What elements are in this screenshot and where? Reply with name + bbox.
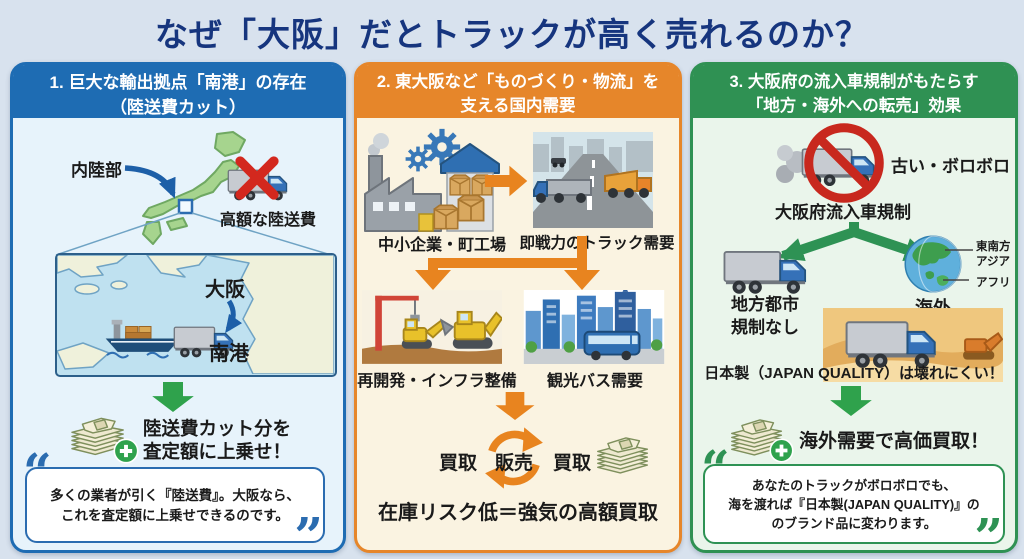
desert-truck-image xyxy=(823,308,1003,382)
osaka-bay-inset-map: 大阪 南港 xyxy=(55,253,337,377)
desert-excavator-icon xyxy=(963,331,1003,360)
cycle-buy-right-label: 買取 xyxy=(553,453,592,474)
green-down-arrow-icon xyxy=(151,382,195,412)
panel2-header-line1: 2. 東大阪など「ものづくり・物流」を xyxy=(376,73,660,91)
quote-line1: あなたのトラックがボロボロでも、 xyxy=(751,478,957,493)
zoom-line-right xyxy=(191,212,332,256)
regional-line2: 規制なし xyxy=(731,317,799,337)
no-entry-icon xyxy=(804,123,884,203)
nanko-label: 南港 xyxy=(209,343,249,365)
dump-truck-icon xyxy=(604,169,652,198)
bus-demand-label: 観光バス需要 xyxy=(546,373,643,390)
panel3-body: 古い・ボロボロ 大阪府流入車規制 地方都市 規制なし xyxy=(693,118,1015,550)
quote-box: “ 多くの業者が引く『陸送費』。大阪なら、 これを査定額に上乗せできるのです。 … xyxy=(23,447,325,550)
regulation-label: 大阪府流入車規制 xyxy=(775,203,911,222)
panel1-header: 1. 巨大な輸出拠点「南港」の存在 （陸送費カット） xyxy=(13,65,343,118)
panel1-body: 内陸部 高額な陸送費 xyxy=(13,118,343,550)
regional-label: 地方都市 規制なし xyxy=(731,294,799,340)
globe-callout-africa: アフリ xyxy=(976,277,1011,289)
regional-line1: 地方都市 xyxy=(731,295,799,314)
cargo-ship-icon xyxy=(103,317,183,360)
globe-callout-asia: 東南方 アジア xyxy=(976,240,1011,270)
inland-arrow-icon xyxy=(124,165,176,199)
tree-icon xyxy=(525,339,663,353)
flatbed-truck-icon xyxy=(533,179,592,203)
orange-down-arrow-icon xyxy=(495,392,535,420)
plus-circle-icon xyxy=(113,438,139,464)
panel-nanko-export: 1. 巨大な輸出拠点「南港」の存在 （陸送費カット） 内陸部 xyxy=(10,62,346,553)
globe-callout-asia-line2: アジア xyxy=(976,255,1011,268)
green-down-arrow-icon xyxy=(829,386,873,416)
quote-line1: 多くの業者が引く『陸送費』。大阪なら、 xyxy=(50,488,300,503)
globe-callout-asia-line1: 東南方 xyxy=(976,241,1011,253)
crane-icon xyxy=(375,295,420,351)
redevelopment-label: 再開発・インフラ整備 xyxy=(357,373,517,390)
panel-resale-effect: 3. 大阪府の流入車規制がもたらす 「地方・海外への転売」効果 古い・ボロボロ … xyxy=(690,62,1018,553)
osaka-area-marker xyxy=(177,198,194,215)
page-title: なぜ「大阪」だとトラックが高く売れるのか？ xyxy=(155,16,869,53)
globe-callout-lines xyxy=(943,249,973,281)
quote-box: “ あなたのトラックがボロボロでも、 海を渡れば『日本製(JAPAN QUALI… xyxy=(701,444,1005,550)
inland-label: 内陸部 xyxy=(71,161,122,180)
osaka-label: 大阪 xyxy=(205,279,245,301)
bay-land-shapes xyxy=(57,255,334,374)
car-icon xyxy=(551,158,566,168)
quote-line2: 海を渡れば『日本製(JAPAN QUALITY)』の xyxy=(728,497,980,513)
panel3-header-line2: 「地方・海外への転売」効果 xyxy=(746,96,962,115)
excavator-icon xyxy=(452,310,502,349)
factory-label: 中小企業・町工場 xyxy=(377,237,506,254)
japan-map-icon xyxy=(55,131,332,256)
gear-small-icon xyxy=(405,146,431,172)
osaka-to-nanko-arrow-icon xyxy=(225,299,243,334)
cycle-sell-label: 販売 xyxy=(495,453,534,474)
orange-split-connector xyxy=(415,236,600,290)
old-truck-label: 古い・ボロボロ xyxy=(891,157,1010,176)
panel-domestic-demand: 2. 東大阪など「ものづくり・物流」を 支える国内需要 xyxy=(354,62,682,553)
panel2-header-line2: 支える国内需要 xyxy=(460,96,576,115)
regional-truck-icon xyxy=(723,246,811,296)
construction-image xyxy=(362,290,502,364)
cycle-arrows-icon xyxy=(485,427,543,489)
panel3-header: 3. 大阪府の流入車規制がもたらす 「地方・海外への転売」効果 xyxy=(693,65,1015,118)
benefit-line2: 査定額に上乗せ！ xyxy=(143,441,292,463)
plus-circle-icon xyxy=(769,438,794,463)
bus-icon xyxy=(583,330,641,361)
factory-warehouse-icon xyxy=(364,128,500,232)
benefit-line1: 陸送費カット分を xyxy=(143,418,292,439)
japan-quality-label: 日本製（JAPAN QUALITY）は壊れにくい！ xyxy=(704,365,1004,382)
panel1-header-line1: 1. 巨大な輸出拠点「南港」の存在 xyxy=(49,73,307,92)
panel2-header: 2. 東大阪など「ものづくり・物流」を 支える国内需要 xyxy=(357,65,679,118)
conclusion-label: 在庫リスク低＝強気の高額買取 xyxy=(378,502,658,524)
panel2-body: 中小企業・町工場 即戦力のトラック需要 xyxy=(357,118,679,550)
overseas-benefit-label: 海外需要で高価買取！ xyxy=(799,431,990,452)
truck-demand-label: 即戦力のトラック需要 xyxy=(519,235,675,252)
excavator-icon xyxy=(401,318,455,349)
quote-line2: これを査定額に上乗せできるのです。 xyxy=(61,508,289,524)
road-trucks-image xyxy=(533,132,653,228)
orange-right-arrow-icon xyxy=(483,164,529,198)
benefit-text: 陸送費カット分を 査定額に上乗せ！ xyxy=(143,417,291,463)
money-stack-icon xyxy=(591,434,653,478)
city-bus-image xyxy=(523,290,665,364)
zoom-line-left xyxy=(55,212,181,256)
expensive-transport-label: 高額な陸送費 xyxy=(219,212,316,229)
panel3-header-line1: 3. 大阪府の流入車規制がもたらす xyxy=(729,73,979,91)
panel1-header-line2: （陸送費カット） xyxy=(110,97,246,117)
quote-line3: のブランド品に変わります。 xyxy=(771,516,937,532)
red-cross-icon xyxy=(235,156,279,200)
cycle-buy-left-label: 買取 xyxy=(439,453,478,474)
